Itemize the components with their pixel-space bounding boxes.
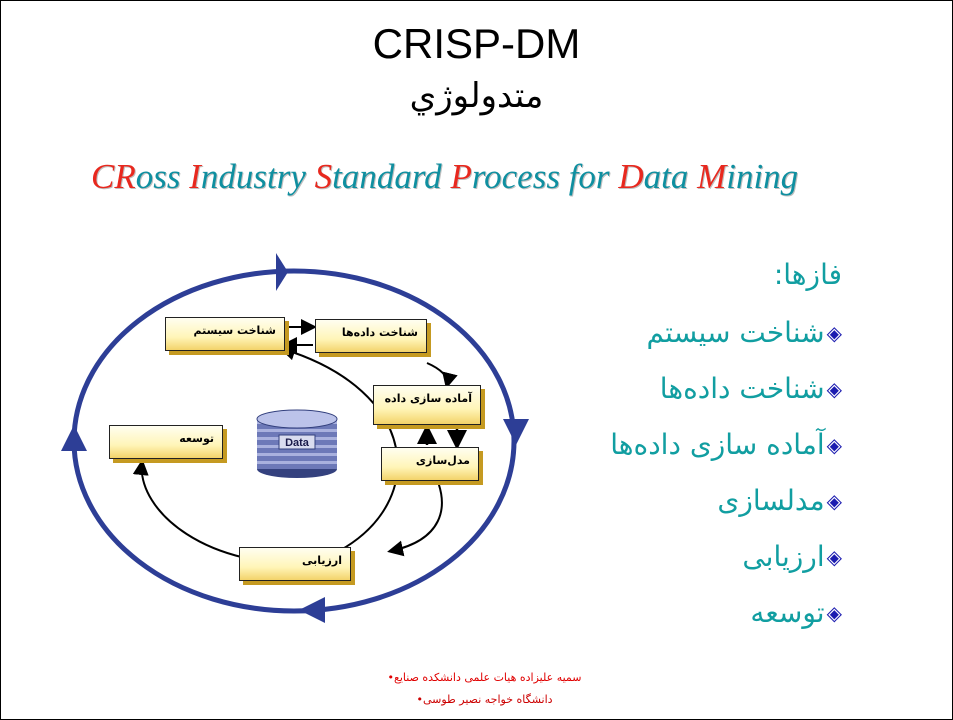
- phase-item-label: آماده سازی داده‌ها: [610, 428, 825, 461]
- phase-item: ◈ارزیابی: [610, 529, 842, 585]
- phases-list: فازها: ◈شناخت سیستم◈شناخت داده‌ها◈آماده …: [610, 253, 842, 641]
- diamond-bullet-icon: ◈: [826, 545, 842, 569]
- phases-title: فازها:: [773, 258, 842, 291]
- phase-items: ◈شناخت سیستم◈شناخت داده‌ها◈آماده سازی دا…: [610, 305, 842, 641]
- subtitle-part-1: oss: [135, 157, 190, 196]
- diamond-bullet-icon: ◈: [826, 377, 842, 401]
- arrow-data-to-prep: [426, 362, 458, 389]
- diamond-bullet-icon: ◈: [826, 321, 842, 345]
- subtitle-part-4: S: [314, 157, 333, 196]
- db-label: Data: [285, 437, 310, 449]
- slide-title-fa: متدولوژي: [409, 76, 544, 116]
- subtitle-part-11: ining: [726, 157, 799, 196]
- phase-item-label: مدلسازی: [717, 484, 825, 517]
- slide-title: CRISP-DM: [372, 20, 581, 67]
- phase-item-label: ارزیابی: [742, 540, 825, 573]
- footer-line-1: سمیه علیزاده هیات علمی دانشکده صنایع•: [1, 671, 952, 684]
- diamond-bullet-icon: ◈: [826, 601, 842, 625]
- cycle-arrow-top: [276, 253, 288, 291]
- subtitle: CRoss Industry Standard Process for Data…: [91, 155, 951, 199]
- footer-line-2: دانشگاه خواجه نصیر طوسی•: [1, 693, 952, 706]
- subtitle-part-2: I: [189, 157, 201, 196]
- cycle-arrow-bottom: [299, 597, 325, 623]
- subtitle-part-8: D: [618, 157, 644, 196]
- footer-bullet-1: •: [387, 671, 394, 684]
- subtitle-part-0: CR: [91, 157, 136, 196]
- cycle-arrow-left: [61, 425, 87, 451]
- diamond-bullet-icon: ◈: [826, 433, 842, 457]
- phase-item: ◈شناخت سیستم: [610, 305, 842, 361]
- phase-item-label: توسعه: [750, 596, 825, 629]
- box-deployment: توسعه: [109, 425, 223, 459]
- diagram-arrows: Data: [61, 253, 529, 623]
- footer-text-2: دانشگاه خواجه نصیر طوسی: [422, 693, 553, 706]
- box-modeling: مدل‌سازی: [381, 447, 479, 481]
- phase-item: ◈آماده سازی داده‌ها: [610, 417, 842, 473]
- subtitle-part-9: ata: [643, 157, 698, 196]
- cycle-arrow-right: [503, 419, 529, 445]
- subtitle-part-7: rocess for: [471, 157, 619, 196]
- subtitle-part-6: P: [450, 157, 472, 196]
- footer-text-1: سمیه علیزاده هیات علمی دانشکده صنایع: [393, 671, 582, 684]
- phase-item-label: شناخت سیستم: [646, 316, 825, 349]
- subtitle-part-10: M: [697, 157, 727, 196]
- phase-item-label: شناخت داده‌ها: [659, 372, 825, 405]
- box-business-understanding: شناخت سیستم: [165, 317, 285, 351]
- phase-item: ◈شناخت داده‌ها: [610, 361, 842, 417]
- crisp-dm-diagram: Data شناخت سیستم شناخت داده‌ها آماده ساز…: [57, 251, 577, 631]
- box-data-preparation: آماده سازی داده: [373, 385, 481, 425]
- subtitle-part-5: tandard: [332, 157, 451, 196]
- diamond-bullet-icon: ◈: [826, 489, 842, 513]
- phase-item: ◈توسعه: [610, 585, 842, 641]
- subtitle-part-3: ndustry: [200, 157, 315, 196]
- database-icon: Data: [256, 409, 338, 478]
- phase-item: ◈مدلسازی: [610, 473, 842, 529]
- box-evaluation: ارزیابی: [239, 547, 351, 581]
- box-data-understanding: شناخت داده‌ها: [315, 319, 427, 353]
- footer-bullet-2: •: [416, 693, 423, 706]
